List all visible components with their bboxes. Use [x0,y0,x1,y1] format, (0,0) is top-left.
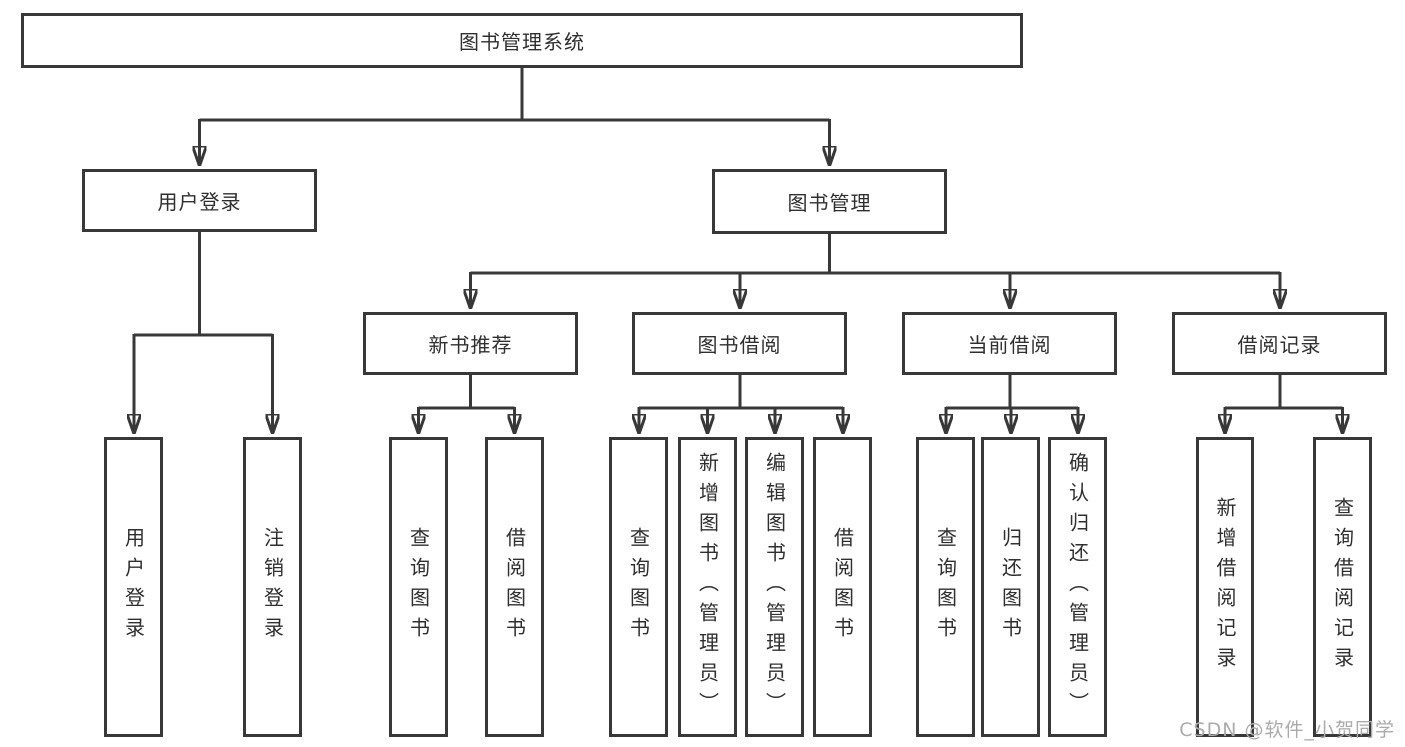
leaf-return-books-label: 归还图书 [998,527,1023,647]
node-user-login: 用户登录 [82,169,317,232]
leaf-current-query-books: 查询图书 [916,437,975,737]
node-new-book-recommend: 新书推荐 [363,312,578,375]
leaf-edit-books-admin-label: 编辑图书（管理员） [762,452,787,722]
connector-user-login-to-leaves [134,232,273,434]
leaf-edit-books-admin: 编辑图书（管理员） [745,437,804,737]
leaf-newbook-borrow-books: 借阅图书 [485,437,544,737]
leaf-borrow-query-books-label: 查询图书 [626,527,651,647]
leaf-query-borrow-record: 查询借阅记录 [1313,437,1372,737]
leaf-borrow-query-books: 查询图书 [609,437,668,737]
leaf-current-query-books-label: 查询图书 [933,527,958,647]
connector-book-borrow-to-leaves [639,375,843,434]
node-book-borrowing: 图书借阅 [632,312,847,375]
leaf-user-login: 用户登录 [104,437,163,737]
leaf-logout-label: 注销登录 [260,527,285,647]
node-current-borrowing: 当前借阅 [902,312,1117,375]
connector-root-to-level1 [200,68,830,166]
connector-book-management-to-level2 [471,234,1281,309]
leaf-query-borrow-record-label: 查询借阅记录 [1330,497,1355,677]
csdn-watermark: CSDN @软件_小贺同学 [1179,719,1395,741]
leaf-borrow-borrow-books-label: 借阅图书 [830,527,855,647]
leaf-return-books: 归还图书 [981,437,1040,737]
leaf-newbook-query-books: 查询图书 [389,437,448,737]
leaf-confirm-return-admin-label: 确认归还（管理员） [1065,452,1090,722]
connector-new-book-to-leaves [419,375,515,434]
leaf-add-books-admin-label: 新增图书（管理员） [695,452,720,722]
leaf-add-borrow-record-label: 新增借阅记录 [1213,497,1237,677]
leaf-borrow-borrow-books: 借阅图书 [813,437,872,737]
node-library-management-system: 图书管理系统 [21,13,1023,68]
leaf-logout: 注销登录 [243,437,302,737]
leaf-add-borrow-record: 新增借阅记录 [1196,437,1254,737]
connector-current-borrow-to-leaves [946,375,1078,434]
node-borrowing-records: 借阅记录 [1172,312,1387,375]
connector-borrow-records-to-leaves [1225,375,1343,434]
leaf-user-login-label: 用户登录 [121,527,146,647]
leaf-confirm-return-admin: 确认归还（管理员） [1048,437,1107,737]
node-book-management: 图书管理 [712,169,947,234]
leaf-newbook-borrow-books-label: 借阅图书 [502,527,527,647]
leaf-add-books-admin: 新增图书（管理员） [678,437,737,737]
leaf-newbook-query-books-label: 查询图书 [406,527,431,647]
